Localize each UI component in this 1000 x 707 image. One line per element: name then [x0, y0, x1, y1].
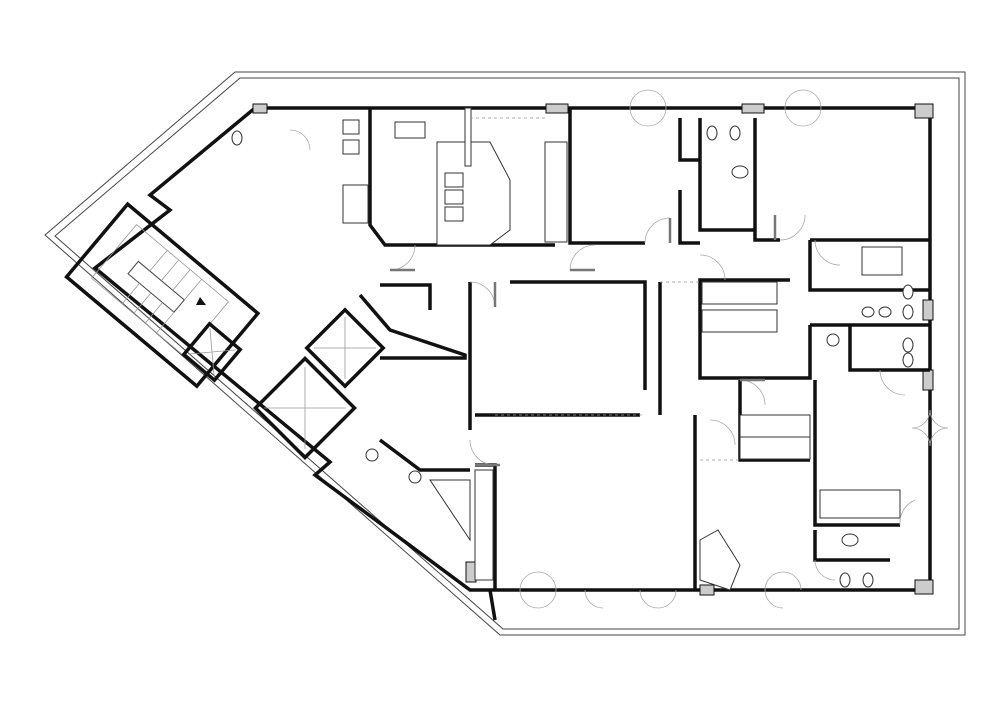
doors	[289, 129, 916, 581]
staircase	[64, 201, 261, 389]
stair-direction-arrow	[196, 297, 206, 305]
bathroom-fixtures	[231, 125, 914, 588]
exterior-walls	[92, 106, 932, 621]
sliding-partitions	[470, 117, 740, 461]
kitchen-island	[342, 107, 568, 246]
interior-walls	[358, 108, 930, 590]
structural-columns	[252, 103, 934, 596]
elevator-shaft-2	[253, 356, 357, 460]
service-lift	[181, 321, 243, 383]
wardrobes	[474, 281, 901, 591]
balcony-doors	[519, 89, 949, 609]
terrace-outline	[44, 71, 966, 636]
elevator-shaft-1	[304, 307, 386, 389]
